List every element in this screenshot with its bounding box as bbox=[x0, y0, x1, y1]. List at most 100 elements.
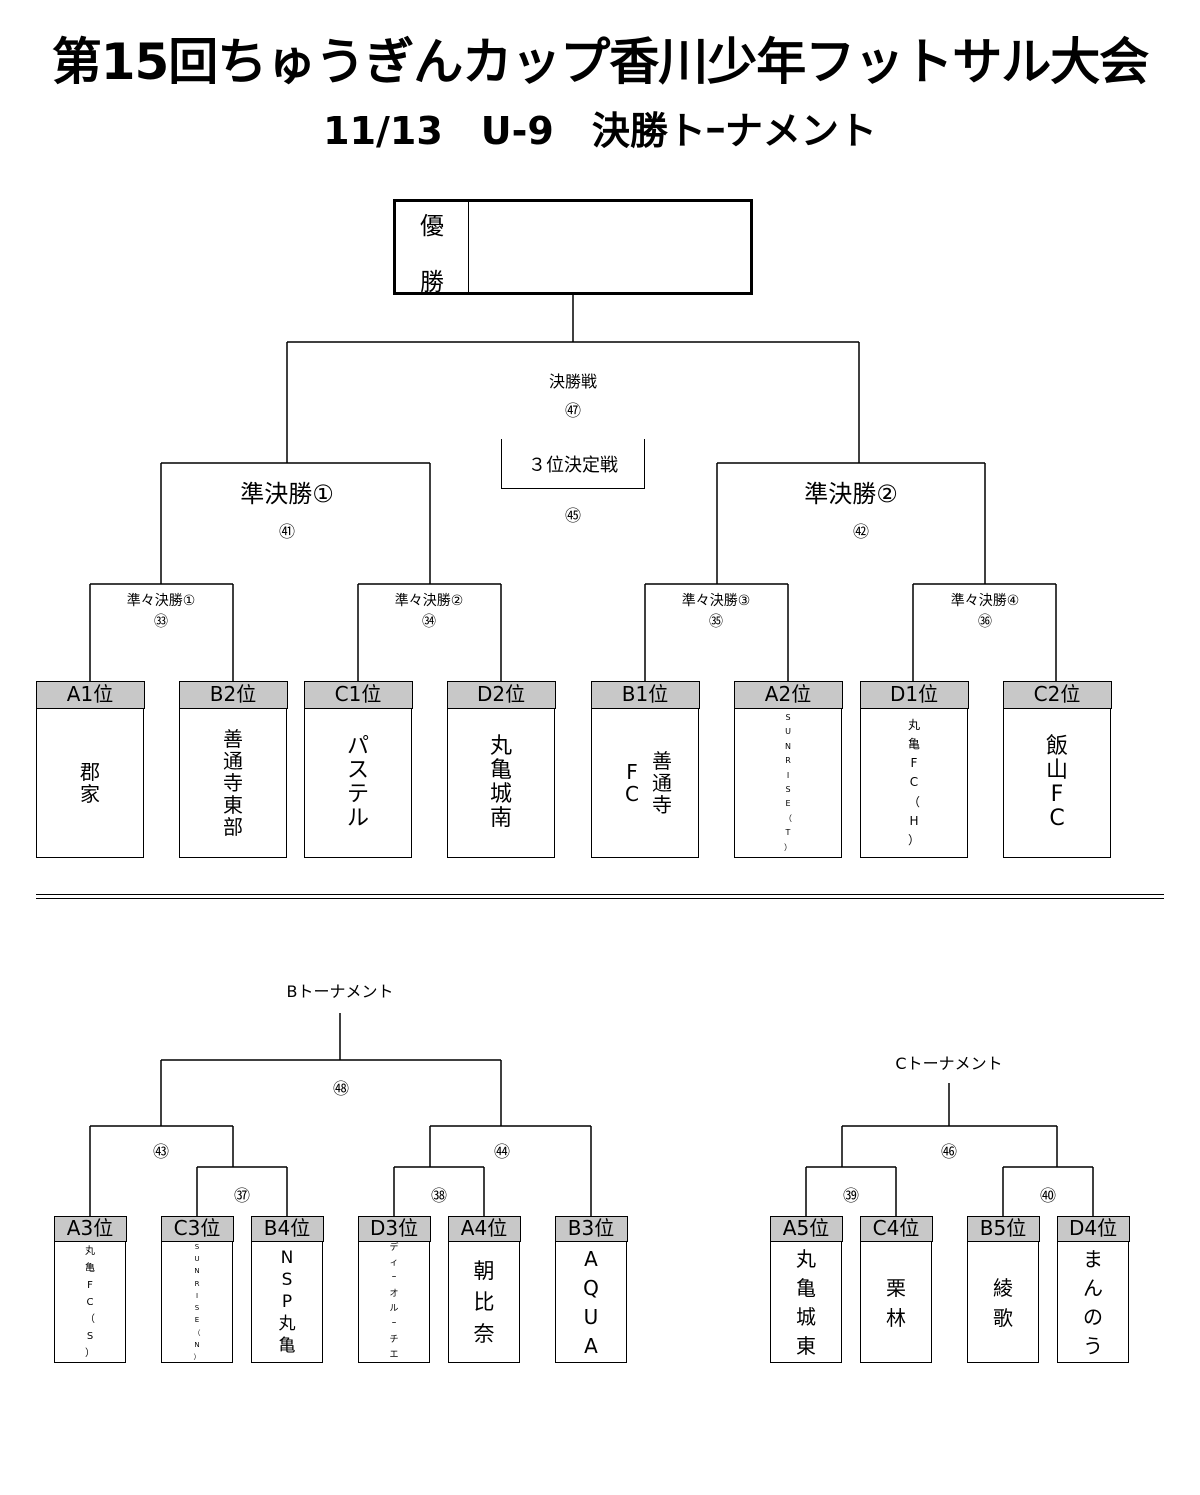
section-divider bbox=[36, 894, 1164, 899]
quarter1-label: 準々決勝① bbox=[126, 593, 196, 609]
third-place-label: ３位決定戦 bbox=[528, 455, 618, 476]
team-seed: C3位 bbox=[160, 1216, 234, 1242]
team-name: 栗 林 bbox=[886, 1276, 906, 1330]
team-seed: B1位 bbox=[590, 681, 700, 709]
semi1-number: ㊶ bbox=[278, 522, 295, 541]
team-seed: D2位 bbox=[446, 681, 556, 709]
team-name: ま ん の う bbox=[1083, 1247, 1103, 1358]
winner-box: 優 勝 bbox=[393, 199, 753, 296]
final-line bbox=[286, 295, 860, 463]
c-tournament-label: Cトーナメント bbox=[895, 1054, 1003, 1073]
team-seed: C2位 bbox=[1002, 681, 1112, 709]
team-box-a4: A4位 朝 比 奈 bbox=[447, 1216, 521, 1363]
team-name: 飯 山 F C bbox=[1045, 733, 1068, 832]
team-name: A Q U A bbox=[583, 1247, 599, 1358]
c-right-number: ㊵ bbox=[1039, 1186, 1056, 1205]
team-box-a3: A3位 丸 亀 F C （ S ） bbox=[53, 1216, 127, 1363]
team-box-a5: A5位 丸 亀 城 東 bbox=[769, 1216, 843, 1363]
team-box-b4: B4位 N S P 丸 亀 bbox=[250, 1216, 324, 1363]
team-box-a2: A2位 S U N R I S E （ T ） bbox=[733, 681, 843, 858]
c-left-line bbox=[805, 1166, 897, 1216]
b-left-line bbox=[89, 1125, 234, 1216]
c-final-line bbox=[841, 1083, 1058, 1167]
semi2-label: 準決勝② bbox=[804, 480, 898, 508]
quarter3-number: ㉟ bbox=[709, 614, 723, 630]
team-box-c4: C4位 栗 林 bbox=[859, 1216, 933, 1363]
page-subtitle: 11/13 U-9 決勝トｰナメント bbox=[323, 109, 877, 153]
team-seed: D4位 bbox=[1056, 1216, 1130, 1242]
semi1-line bbox=[160, 462, 431, 584]
team-seed: C4位 bbox=[859, 1216, 933, 1242]
b-tournament-label: Bトーナメント bbox=[286, 982, 394, 1001]
team-seed: A5位 bbox=[769, 1216, 843, 1242]
team-name: 朝 比 奈 bbox=[473, 1258, 495, 1346]
semi2-number: ㊷ bbox=[852, 522, 869, 541]
team-name: 丸 亀 F C （ H ） bbox=[907, 717, 920, 847]
team-box-d3: D3位 デ ィ ｰ オ ル ｰ チ エ bbox=[357, 1216, 431, 1363]
team-name: 丸 亀 城 東 bbox=[796, 1247, 816, 1358]
b-final-line bbox=[160, 1013, 502, 1126]
quarter4-number: ㊱ bbox=[978, 614, 992, 630]
team-box-b3: B3位 A Q U A bbox=[554, 1216, 628, 1363]
c-left-number: ㊴ bbox=[842, 1186, 859, 1205]
quarter2-line bbox=[357, 583, 502, 681]
b-left-number: ㊸ bbox=[152, 1142, 169, 1161]
c-right-line bbox=[1002, 1166, 1094, 1216]
team-name: 善 通 寺 東 部 bbox=[223, 727, 243, 839]
b-right-line bbox=[429, 1125, 592, 1216]
b-final-number: ㊽ bbox=[332, 1079, 349, 1098]
b-left-sub-line bbox=[196, 1166, 288, 1216]
quarter4-label: 準々決勝④ bbox=[950, 593, 1020, 609]
b-left-sub-number: ㊲ bbox=[233, 1186, 250, 1205]
b-right-sub-line bbox=[393, 1166, 485, 1216]
team-seed: D1位 bbox=[859, 681, 969, 709]
semi2-line bbox=[716, 462, 986, 584]
team-box-a1: A1位 郡 家 bbox=[35, 681, 145, 858]
third-place-number: ㊺ bbox=[564, 506, 581, 525]
team-name: 郡 家 bbox=[80, 760, 100, 806]
team-seed: B5位 bbox=[966, 1216, 1040, 1242]
team-box-b2: B2位 善 通 寺 東 部 bbox=[178, 681, 288, 858]
team-box-d2: D2位 丸 亀 城 南 bbox=[446, 681, 556, 858]
team-name-col2: 善 通 寺 bbox=[652, 749, 672, 817]
quarter3-line bbox=[644, 583, 789, 681]
team-seed: A4位 bbox=[447, 1216, 521, 1242]
team-box-d1: D1位 丸 亀 F C （ H ） bbox=[859, 681, 969, 858]
winner-label-cell: 優 勝 bbox=[396, 202, 469, 296]
team-name: 丸 亀 城 南 bbox=[489, 733, 512, 832]
team-seed: A3位 bbox=[53, 1216, 127, 1242]
quarter2-number: ㉞ bbox=[422, 614, 436, 630]
third-place-box: ３位決定戦 bbox=[501, 439, 645, 489]
team-name: デ ィ ｰ オ ル ｰ チ エ bbox=[389, 1242, 399, 1360]
team-seed: A2位 bbox=[733, 681, 843, 709]
team-box-d4: D4位 ま ん の う bbox=[1056, 1216, 1130, 1363]
c-final-number: ㊻ bbox=[940, 1142, 957, 1161]
quarter1-line bbox=[89, 583, 234, 681]
page-title: 第15回ちゅうぎんカップ香川少年フットサル大会 bbox=[51, 33, 1150, 91]
team-name-col1: F C bbox=[625, 760, 639, 806]
team-name: パ ス テ ル bbox=[346, 733, 369, 832]
team-name: 丸 亀 F C （ S ） bbox=[85, 1245, 95, 1359]
team-box-c1: C1位 パ ス テ ル bbox=[303, 681, 413, 858]
final-label: 決勝戦 bbox=[548, 372, 597, 391]
team-seed: A1位 bbox=[35, 681, 145, 709]
winner-label-1: 優 bbox=[420, 212, 444, 240]
semi1-label: 準決勝① bbox=[240, 480, 334, 508]
winner-label-2: 勝 bbox=[420, 268, 444, 296]
team-name: 綾 歌 bbox=[993, 1276, 1013, 1330]
team-name: S U N R I S E （ N ） bbox=[193, 1242, 201, 1361]
team-seed: B3位 bbox=[554, 1216, 628, 1242]
quarter2-label: 準々決勝② bbox=[394, 593, 464, 609]
team-box-b1: B1位 F C 善 通 寺 bbox=[590, 681, 700, 858]
team-name: S U N R I S E （ T ） bbox=[784, 713, 792, 852]
final-number: ㊼ bbox=[564, 401, 581, 420]
team-seed: B4位 bbox=[250, 1216, 324, 1242]
team-box-c3: C3位 S U N R I S E （ N ） bbox=[160, 1216, 234, 1363]
quarter1-number: ㉝ bbox=[154, 614, 168, 630]
team-seed: D3位 bbox=[357, 1216, 431, 1242]
team-seed: B2位 bbox=[178, 681, 288, 709]
team-box-c2: C2位 飯 山 F C bbox=[1002, 681, 1112, 858]
b-right-sub-number: ㊳ bbox=[430, 1186, 447, 1205]
team-box-b5: B5位 綾 歌 bbox=[966, 1216, 1040, 1363]
